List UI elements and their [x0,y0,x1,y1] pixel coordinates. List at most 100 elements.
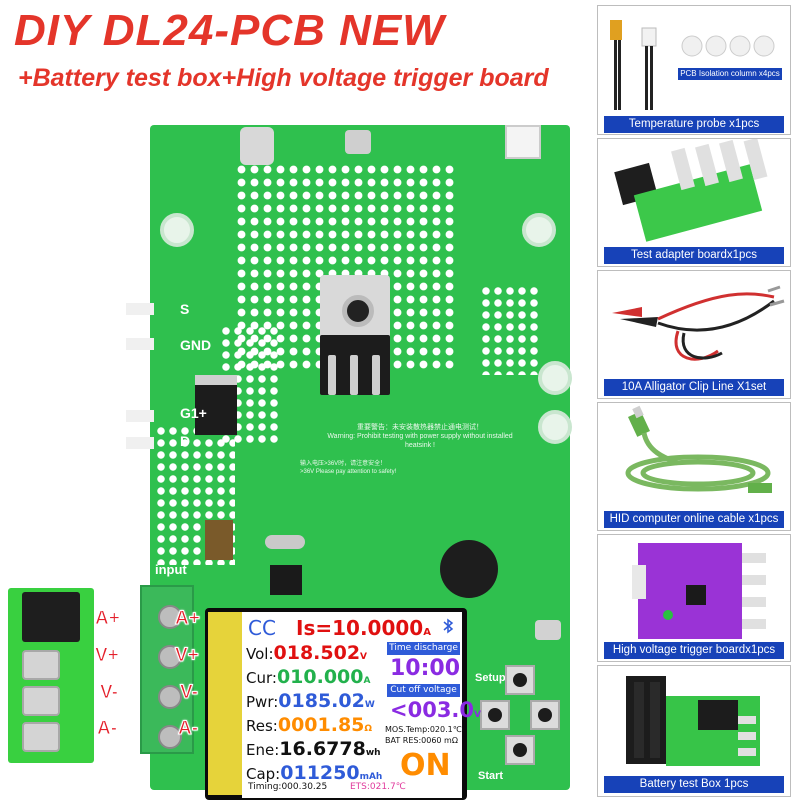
set-current: Is=10.0000A [296,616,431,640]
screw-terminal [140,585,194,754]
measurement-value: 010.000 [276,666,364,688]
terminal-label-a-minus: A- [96,718,118,740]
screw-icon [158,725,182,749]
item-card-battery-box: Battery test Box 1pcs [597,665,791,797]
measurement-label: Ene: [246,741,280,759]
time-discharge-label: Time discharge [387,642,460,655]
item-card-test-adapter: Test adapter boardx1pcs [597,138,791,267]
measurement-value: 018.502 [273,642,361,664]
screw-icon [158,685,182,709]
voltage-regulator [195,375,237,435]
item-card-alligator-clip: 10A Alligator Clip Line X1set [597,270,791,399]
measurement-row: Vol:018.502V [246,642,367,664]
terminal-label-v-minus: V- [180,682,199,704]
pin-label-g1: G1+ [180,405,207,421]
measurement-label: Vol: [246,645,274,663]
terminal-label-a-minus: A- [177,718,199,740]
measurement-label: Cur: [246,669,277,687]
start-button[interactable] [505,735,535,765]
inductor [205,520,233,560]
pin-label-s: S [180,301,190,317]
adapter-board-icon [614,139,768,242]
measurement-value: 0001.85 [277,714,365,736]
item-card-usb-cable: HID computer online cable x1pcs [597,402,791,531]
screw-icon [158,645,182,669]
mos-temperature: MOS.Temp:020.1℃ [385,725,462,734]
measurement-unit: mAh [359,772,383,782]
measurement-unit: W [364,700,375,710]
time-discharge-value: 10:00 [390,656,461,681]
terminal-label-a-plus: A+ [175,608,201,630]
item-caption: HID computer online cable x1pcs [604,511,784,528]
safety-note-en: >36V Please pay attention to safety! [300,469,397,475]
connector [505,125,541,159]
measurement-value: 011250 [280,762,360,784]
lcd-flex-edge [208,612,244,795]
buzzer [440,540,498,598]
measurement-row: Cap:011250mAh [246,762,382,784]
item-card-trigger-board: High voltage trigger boardx1pcs [597,534,791,662]
usb-c-port [535,620,561,640]
left-button[interactable] [480,700,510,730]
mounting-hole [160,213,194,247]
mode-label: CC [248,616,276,640]
item-caption: High voltage trigger boardx1pcs [604,642,784,659]
measurement-unit: V [360,652,368,662]
dc-jack [22,592,80,642]
output-state: ON [400,748,451,783]
measurement-row: Pwr:0185.02W [246,690,375,712]
mounting-hole [522,213,556,247]
item-caption: Battery test Box 1pcs [604,776,784,793]
perfboard-holes [480,285,540,375]
safety-note-cn: 输入电压>36V时，请注意安全！ [300,461,387,467]
screw-icon [158,605,182,629]
item-caption: Temperature probe x1pcs [604,116,784,133]
measurement-row: Ene:16.6778wh [246,738,381,760]
product-subtitle: +Battery test box+High voltage trigger b… [18,64,549,92]
crystal [265,535,305,549]
item-caption: Test adapter boardx1pcs [604,247,784,264]
alligator-clip-icon [612,285,785,361]
pin-label-d: D [180,433,191,449]
start-label: Start [478,770,504,782]
mounting-hole [538,410,572,444]
input-label: input [155,562,187,577]
item-caption: 10A Alligator Clip Line X1set [604,379,784,396]
usb-port [22,650,60,680]
measurement-unit: A [363,676,371,686]
mounting-hole [538,361,572,395]
terminal-label-v-minus: V- [100,682,119,704]
setup-button[interactable] [505,665,535,695]
timing-readout: Timing:000.30.25 [248,782,328,792]
pin-label-gnd: GND [180,337,212,353]
setup-label: Setup [475,672,506,684]
item-card-temperature-probe: PCB Isolation column x4pcs Temperature p… [597,5,791,135]
ic-chip [270,565,302,595]
usb-port [22,722,60,752]
terminal-label-v-plus: V+ [95,645,120,667]
temperature-probe-icon [610,20,782,110]
right-button[interactable] [530,700,560,730]
product-title: DIY DL24-PCB NEW [14,6,445,55]
warning-text-cn: 重要警告：未安装散热器禁止通电测试！ [357,424,483,431]
measurement-label: Pwr: [246,693,279,711]
terminal-label-v-plus: V+ [175,645,200,667]
usb-c-port [345,130,371,154]
usb-port [22,686,60,716]
measurement-label: Cap: [246,765,281,783]
cutoff-voltage-label: Cut off voltage [387,684,460,697]
cutoff-voltage-value: <003.0V [390,698,481,722]
battery-box-icon [626,676,760,766]
measurement-value: 16.6778 [279,738,366,760]
test-adapter-board [8,588,94,763]
measurement-label: Res: [246,717,278,735]
measurement-unit: wh [365,748,381,758]
measurement-row: Res:0001.85Ω [246,714,372,736]
terminal-label-a-plus: A+ [95,608,121,630]
measurement-unit: Ω [364,724,373,734]
measurement-row: Cur:010.000A [246,666,370,688]
trigger-board-icon [632,543,766,639]
battery-resistance: BAT RES:0060 mΩ [385,736,458,745]
